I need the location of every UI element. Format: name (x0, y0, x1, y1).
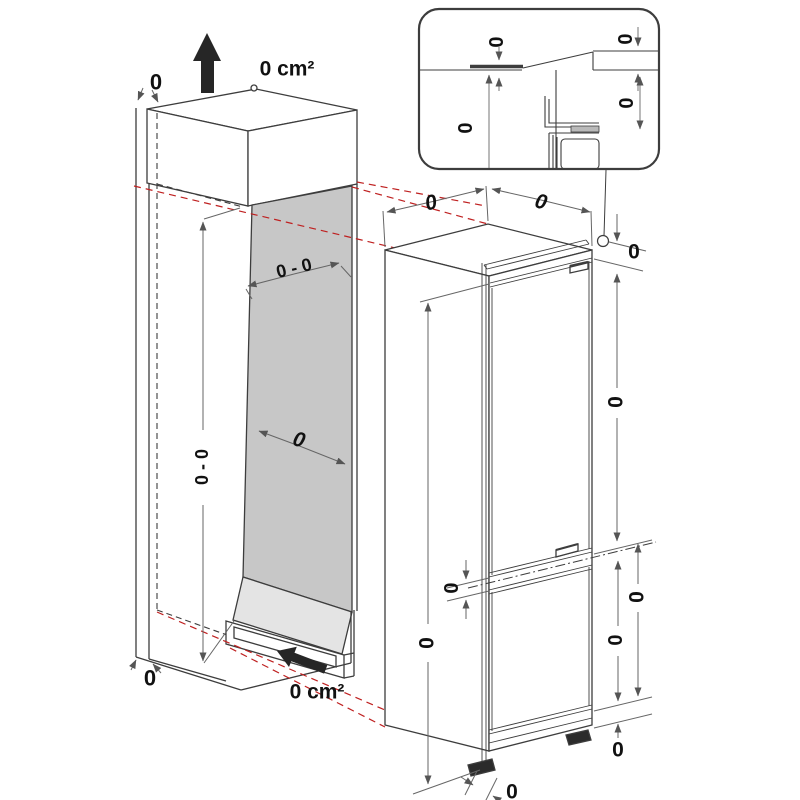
fridge-height-label: 0 (416, 637, 439, 649)
fridge-width-label: 0 (423, 190, 440, 215)
airflow-up-arrow (193, 33, 221, 93)
lower-door-height-label: 0 (605, 634, 627, 645)
inset-top-gap-label: 0 (486, 36, 508, 47)
inset-right-gap-label: 0 (616, 97, 638, 108)
detail-inset (417, 7, 661, 171)
detail-point-marker (596, 234, 610, 248)
front-foot (467, 758, 496, 777)
inset-leader-line (603, 169, 607, 237)
fridge-door-face (488, 249, 593, 752)
airflow-bottom-arrow (277, 646, 328, 674)
fridge-left-face (384, 249, 490, 752)
fridge-dimensions (382, 185, 653, 800)
bottom-gap-label: 0 (612, 739, 624, 762)
hinge-cover (560, 138, 600, 170)
top-gap-label: 0 (628, 241, 640, 264)
inset-dimensions (485, 27, 644, 168)
refrigerator (384, 223, 657, 777)
niche-dimensions (129, 87, 352, 674)
fridge-depth-label: 0 (533, 189, 550, 214)
bottom-vent-area-label: 0 cm² (290, 681, 345, 704)
niche-back-panel (242, 185, 353, 613)
upper-door-height-label: 0 (605, 396, 628, 408)
niche-height-label: 0 - 0 (192, 449, 212, 485)
right-foot (565, 729, 592, 746)
inset-step-gap-label: 0 (615, 33, 637, 44)
foot-offset-label: 0 (506, 781, 518, 800)
top-vent-area-label: 0 cm² (260, 58, 315, 81)
door-split-centerline (467, 541, 657, 589)
bottom-clearance-label: 0 (144, 666, 156, 691)
inset-height-label: 0 (455, 122, 477, 133)
inset-border (417, 7, 661, 171)
fixing-plate (570, 125, 600, 133)
top-clearance-label: 0 (150, 70, 162, 95)
cabinet-unit (135, 84, 358, 691)
door-split-gap-label: 0 (441, 582, 463, 593)
vent-point-marker (250, 84, 258, 92)
lower-section-height-label: 0 (626, 591, 649, 603)
